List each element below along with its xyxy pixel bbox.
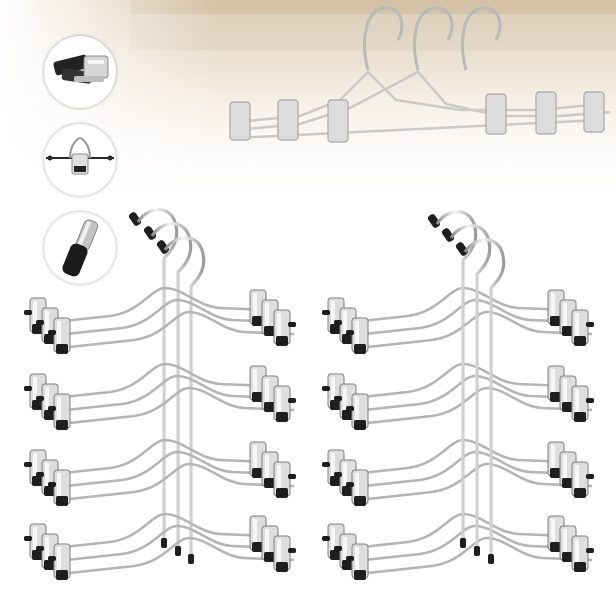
hanger-tier xyxy=(322,438,594,506)
hanger-bar xyxy=(35,362,271,402)
hanger-bar xyxy=(59,310,295,350)
detail-circle-bar xyxy=(44,124,116,196)
hanger-bar xyxy=(357,310,593,350)
clip-detail-icon xyxy=(53,54,109,84)
hanger-bar xyxy=(47,450,283,490)
hanger-tier xyxy=(322,362,594,430)
detail-circle-clip xyxy=(44,36,116,108)
hanger-tiers xyxy=(24,286,594,580)
hanger-tier xyxy=(322,512,594,580)
clip xyxy=(346,393,369,430)
hanger-tier xyxy=(24,512,296,580)
background-clips xyxy=(229,91,605,143)
clip xyxy=(48,469,71,506)
hook-caps xyxy=(427,214,469,256)
hooks-and-stems xyxy=(136,208,206,556)
hanger-bar xyxy=(35,438,271,478)
stem-end-caps xyxy=(460,538,494,564)
clip xyxy=(334,533,357,570)
clip xyxy=(346,543,369,580)
hanger-stack-left xyxy=(128,208,206,564)
hanger-bar xyxy=(333,286,569,326)
hanger-bar xyxy=(47,298,283,338)
hanger-bar xyxy=(35,286,271,326)
hanger-tier xyxy=(24,362,296,430)
clip xyxy=(571,385,594,422)
clip xyxy=(571,535,594,572)
hanger-stack-right xyxy=(427,210,506,564)
hanger-bar xyxy=(59,536,295,576)
hanger-bar xyxy=(333,438,569,478)
clip xyxy=(571,309,594,346)
hanger-bar xyxy=(357,462,593,502)
hanger-bar xyxy=(345,374,581,414)
clip xyxy=(48,317,71,354)
hanger-bar xyxy=(357,536,593,576)
clip xyxy=(273,385,296,422)
hanger-bar xyxy=(47,374,283,414)
background-hooks xyxy=(363,6,502,71)
hanger-bar xyxy=(59,462,295,502)
clip xyxy=(48,393,71,430)
hanger-bar xyxy=(333,362,569,402)
hanger-bar xyxy=(59,386,295,426)
clip-bar-detail-icon xyxy=(46,136,114,175)
hanger-bar xyxy=(345,450,581,490)
hanger-bar xyxy=(35,512,271,552)
hanger-tier xyxy=(24,438,296,506)
hanger-bar xyxy=(333,512,569,552)
hanger-bar xyxy=(345,524,581,564)
clip xyxy=(273,535,296,572)
clip xyxy=(273,309,296,346)
clip xyxy=(273,461,296,498)
clip xyxy=(346,469,369,506)
clip xyxy=(346,317,369,354)
hook-cap-detail-icon xyxy=(62,219,99,277)
hanger-tier xyxy=(322,286,594,354)
detail-circle-hook-cap xyxy=(44,212,116,284)
hanger-bar xyxy=(357,386,593,426)
clip xyxy=(571,461,594,498)
hooks-and-stems xyxy=(435,210,506,556)
clip xyxy=(48,543,71,580)
hook-caps xyxy=(128,212,170,254)
hanger-tier xyxy=(24,286,296,354)
hanger-bar xyxy=(47,524,283,564)
stem-end-caps xyxy=(161,538,194,564)
hanger-bar xyxy=(345,298,581,338)
